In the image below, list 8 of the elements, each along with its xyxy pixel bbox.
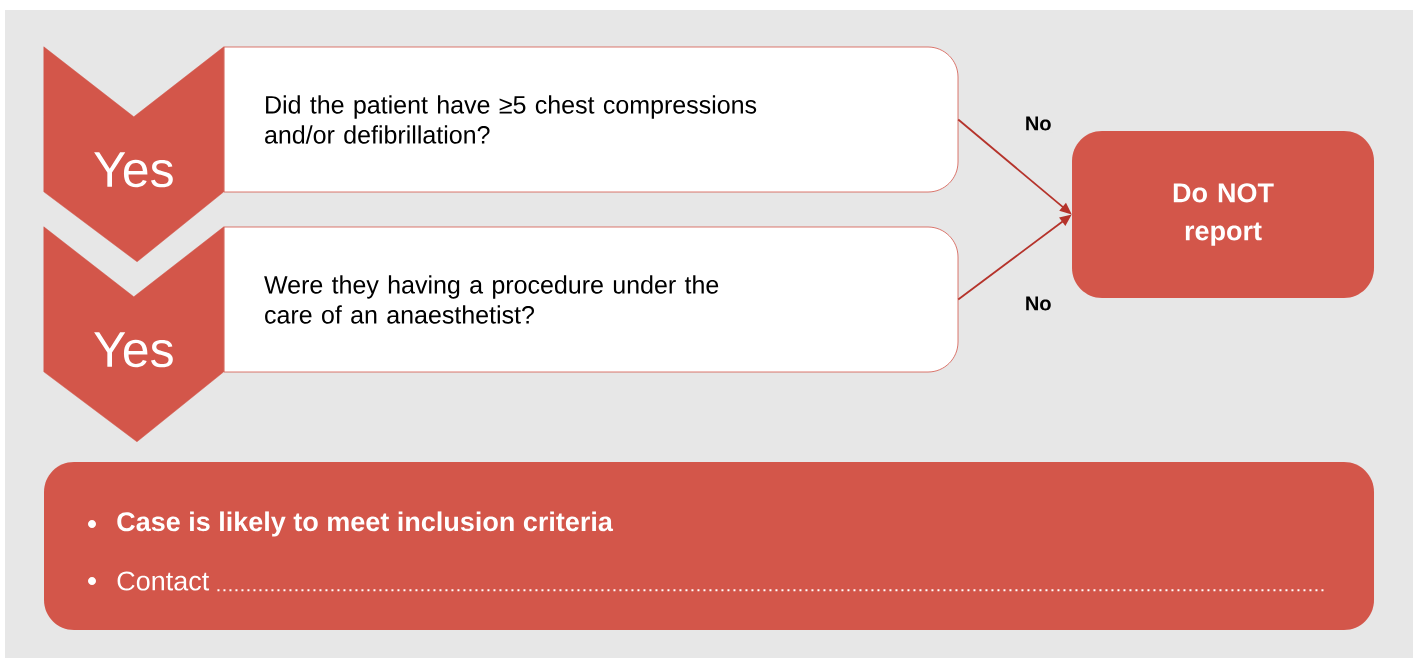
edge-label: Yes bbox=[94, 332, 173, 368]
chevron-arrow bbox=[43, 46, 225, 262]
chevron-arrow bbox=[43, 226, 225, 443]
question-box: Did the patient have ≥5 chest compressions and/or defibrillation? bbox=[223, 46, 959, 193]
outcome-box: Do NOT report bbox=[1072, 131, 1374, 298]
question-box: Were they having a procedure under the care of an anaesthetist? bbox=[223, 226, 959, 373]
result-box: Case is likely to meet inclusion criteria Contact bbox=[44, 462, 1374, 630]
edge-label: Yes bbox=[94, 152, 173, 188]
